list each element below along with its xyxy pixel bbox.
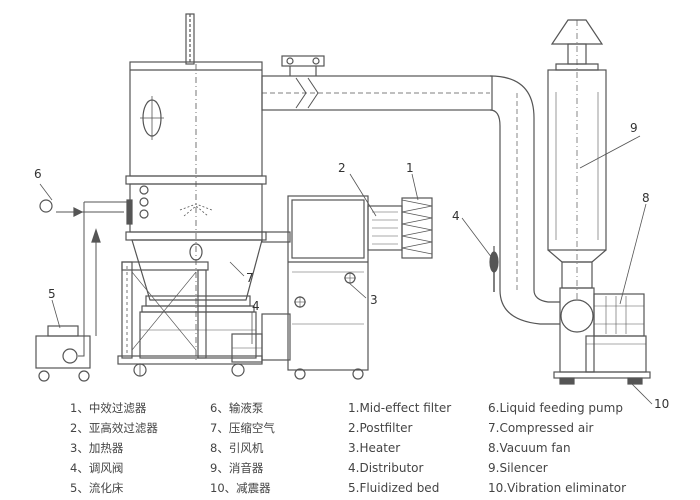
legend-cn-10: 10、减震器: [210, 481, 271, 495]
legend: 1、中效过滤器 2、亚高效过滤器 3、加热器 4、调风阀 5、流化床 6、输液泵…: [70, 401, 626, 495]
legend-en-1: 1.Mid-effect filter: [348, 401, 451, 415]
vacuum-fan: [553, 287, 651, 385]
legend-cn-1: 1、中效过滤器: [70, 401, 147, 415]
legend-cn-9: 9、消音器: [210, 461, 264, 475]
legend-cn-2: 2、亚高效过滤器: [70, 421, 158, 435]
exhaust-duct: [261, 55, 560, 325]
legend-cn-8: 8、引风机: [210, 441, 264, 455]
legend-en-7: 7.Compressed air: [488, 421, 594, 435]
callout-4-lower: 4: [252, 299, 260, 313]
legend-cn-5: 5、流化床: [70, 481, 124, 495]
legend-en-col2: 6.Liquid feeding pump 7.Compressed air 8…: [488, 401, 626, 495]
callout-3: 3: [370, 293, 378, 307]
callout-6: 5: [48, 287, 56, 301]
callout-9: 9: [630, 121, 638, 135]
legend-cn-7: 7、压缩空气: [210, 421, 275, 435]
callout-5: 7: [246, 271, 254, 285]
legend-en-col1: 1.Mid-effect filter 2.Postfilter 3.Heate…: [348, 401, 451, 495]
legend-en-5: 5.Fluidized bed: [348, 481, 439, 495]
legend-en-3: 3.Heater: [348, 441, 400, 455]
legend-cn-4: 4、调风阀: [70, 461, 123, 475]
leader-lines: [39, 135, 653, 405]
fluid-bed-tower: [117, 13, 291, 377]
callout-labels: 6 5 1 2 3 4 7 4 9 8 10: [34, 121, 669, 411]
heater-cabinet: [287, 195, 433, 380]
legend-cn-col1: 1、中效过滤器 2、亚高效过滤器 3、加热器 4、调风阀 5、流化床: [70, 401, 158, 495]
callout-10: 10: [654, 397, 669, 411]
legend-en-2: 2.Postfilter: [348, 421, 413, 435]
legend-en-10: 10.Vibration eliminator: [488, 481, 626, 495]
legend-cn-6: 6、输液泵: [210, 401, 264, 415]
callout-4-distributor: 4: [452, 209, 460, 223]
callout-1: 1: [406, 161, 414, 175]
legend-cn-3: 3、加热器: [70, 441, 124, 455]
callout-8: 8: [642, 191, 650, 205]
legend-en-9: 9.Silencer: [488, 461, 548, 475]
feeding-pump: [35, 199, 128, 382]
legend-cn-col2: 6、输液泵 7、压缩空气 8、引风机 9、消音器 10、减震器: [210, 401, 275, 495]
legend-en-6: 6.Liquid feeding pump: [488, 401, 623, 415]
silencer: [547, 19, 607, 300]
legend-en-8: 8.Vacuum fan: [488, 441, 571, 455]
legend-en-4: 4.Distributor: [348, 461, 424, 475]
callout-7: 6: [34, 167, 42, 181]
callout-2: 2: [338, 161, 346, 175]
